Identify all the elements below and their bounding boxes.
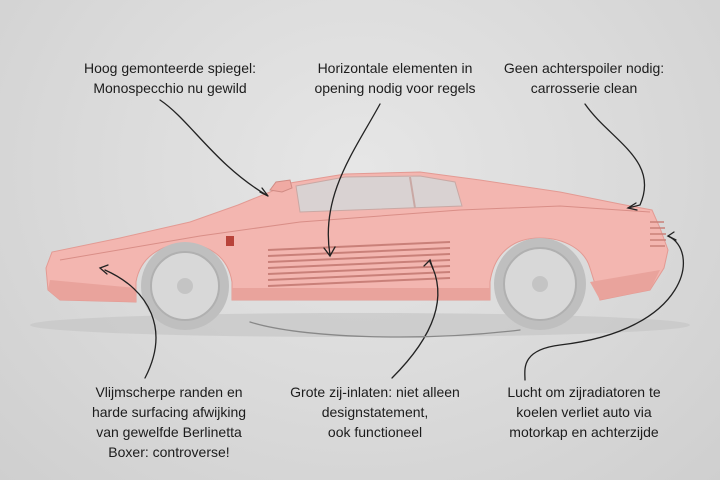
arrowhead-inlets [423, 258, 434, 270]
car-lower-body [48, 270, 660, 302]
rear-wheel [494, 238, 586, 330]
annotation-no-spoiler: Geen achterspoiler nodig: carrosserie cl… [495, 58, 673, 98]
connector-inlets [391, 261, 439, 379]
annotation-cooling-air-line-2: koelen verliet auto via [516, 404, 652, 420]
front-wheel [141, 242, 229, 330]
connector-air [524, 235, 684, 381]
annotation-sharp-edges-line-2: harde surfacing afwijking [91, 404, 247, 420]
ferrari-badge [226, 236, 234, 246]
arrowhead-spoiler [626, 202, 638, 211]
annotation-cooling-air-line-3: motorkap en achterzijde [509, 424, 659, 440]
annotation-sharp-edges-line-1: Vlijmscherpe randen en [95, 384, 243, 400]
annotation-mirror-line-2: Monospecchio nu gewild [93, 80, 247, 96]
annotation-horizontal-elements: Horizontale elementen in opening nodig v… [305, 58, 485, 98]
underbody-sweep [249, 321, 521, 338]
annotation-horizontal-elements-line-2: opening nodig voor regels [314, 80, 476, 96]
connector-mirror [159, 99, 269, 197]
arrowhead-edges [98, 264, 109, 275]
side-strakes [267, 241, 451, 287]
annotation-cooling-air: Lucht om zijradiatoren te koelen verliet… [495, 382, 673, 442]
arrowhead-air [666, 231, 677, 241]
connector-strakes [327, 103, 381, 256]
annotation-mirror-line-1: Hoog gemonteerde spiegel: [83, 60, 256, 76]
annotation-side-inlets-line-1: Grote zij-inlaten: niet alleen [290, 384, 460, 400]
rear-grille [650, 221, 666, 247]
annotation-sharp-edges-line-4: Boxer: controverse! [108, 444, 230, 460]
side-mirror [269, 179, 293, 193]
body-swage-line [59, 205, 651, 261]
arrowhead-strakes [323, 246, 336, 258]
connector-edges [104, 269, 157, 379]
car-window [295, 175, 463, 213]
annotation-no-spoiler-line-2: carrosserie clean [530, 80, 638, 96]
arrowhead-mirror [259, 187, 269, 197]
window-pillar [409, 176, 416, 209]
annotation-side-inlets-line-3: ook functioneel [327, 424, 423, 440]
annotation-horizontal-elements-line-1: Horizontale elementen in [317, 60, 473, 76]
annotation-mirror: Hoog gemonteerde spiegel: Monospecchio n… [72, 58, 268, 98]
annotation-sharp-edges-line-3: van gewelfde Berlinetta [96, 424, 242, 440]
annotation-no-spoiler-line-1: Geen achterspoiler nodig: [503, 60, 665, 76]
annotation-cooling-air-line-1: Lucht om zijradiatoren te [507, 384, 661, 400]
annotation-side-inlets-line-2: designstatement, [321, 404, 429, 420]
annotation-side-inlets: Grote zij-inlaten: niet alleen designsta… [282, 382, 468, 442]
annotation-sharp-edges: Vlijmscherpe randen en harde surfacing a… [80, 382, 258, 462]
ground-shadow [30, 313, 690, 337]
connector-spoiler [584, 103, 646, 209]
